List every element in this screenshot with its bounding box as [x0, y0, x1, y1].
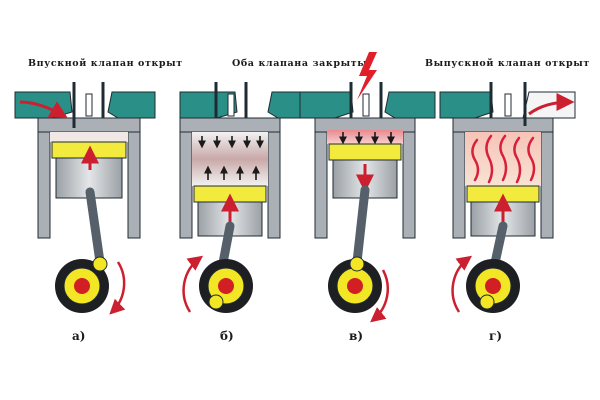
flywheel-center: [218, 278, 234, 294]
stage-label-c: в): [349, 329, 363, 343]
cylinder-wall-left: [452, 121, 466, 239]
piston-crown: [328, 143, 402, 161]
cylinder-wall-right: [402, 121, 416, 239]
cylinder-wall-right: [540, 121, 554, 239]
stage-label-a: а): [72, 329, 85, 343]
stage-label-b: б): [220, 329, 234, 343]
exhaust-port: [384, 91, 436, 119]
caption-compression: Оба клапана закрыты: [232, 58, 367, 69]
crank-pin: [92, 256, 108, 272]
spark-plug: [227, 93, 235, 117]
rotation-arrow: [182, 255, 204, 313]
cylinder-head: [314, 117, 416, 133]
flywheel-center: [74, 278, 90, 294]
stage-power: в): [299, 52, 436, 343]
combustion-arrows: [339, 132, 395, 145]
spark-plug: [85, 93, 93, 117]
cylinder-head: [452, 117, 554, 133]
cylinder-head: [37, 117, 141, 133]
intake-port: [179, 91, 238, 119]
stage-label-d: г): [489, 329, 502, 343]
compression-arrows: [198, 136, 264, 180]
cylinder-wall-right: [267, 121, 281, 239]
crank-pin: [349, 256, 365, 272]
intake-flow-arrow: [19, 100, 68, 119]
exhaust-flow-arrow: [528, 93, 575, 116]
exhaust-flame-wisps: [471, 134, 536, 184]
cylinder-wall-right: [127, 121, 141, 239]
stage-compression: б): [179, 82, 315, 343]
exhaust-port: [107, 91, 156, 119]
cylinder-wall-left: [37, 121, 51, 239]
connecting-rod: [85, 187, 105, 267]
caption-exhaust: Выпускной клапан открыт: [425, 58, 590, 69]
intake-port: [439, 91, 494, 119]
cylinder-wall-left: [179, 121, 193, 239]
cylinder-head: [179, 117, 281, 133]
flywheel-center: [347, 278, 363, 294]
rotation-arrow: [109, 261, 126, 315]
intake-port: [299, 91, 354, 119]
cylinder-wall-left: [314, 121, 328, 239]
spark-icon: [357, 52, 377, 100]
spark-plug: [504, 93, 512, 117]
caption-intake: Впускной клапан открыт: [28, 58, 183, 69]
rotation-arrow: [370, 269, 390, 323]
stage-intake: а): [14, 82, 156, 343]
stage-exhaust: г): [439, 82, 576, 343]
flywheel-center: [485, 278, 501, 294]
spark-plug: [362, 93, 370, 117]
crank-pin: [208, 294, 224, 310]
connecting-rod: [352, 185, 370, 267]
combustion-chamber: [50, 132, 128, 142]
rotation-arrow: [451, 255, 473, 313]
crank-pin: [479, 294, 495, 310]
